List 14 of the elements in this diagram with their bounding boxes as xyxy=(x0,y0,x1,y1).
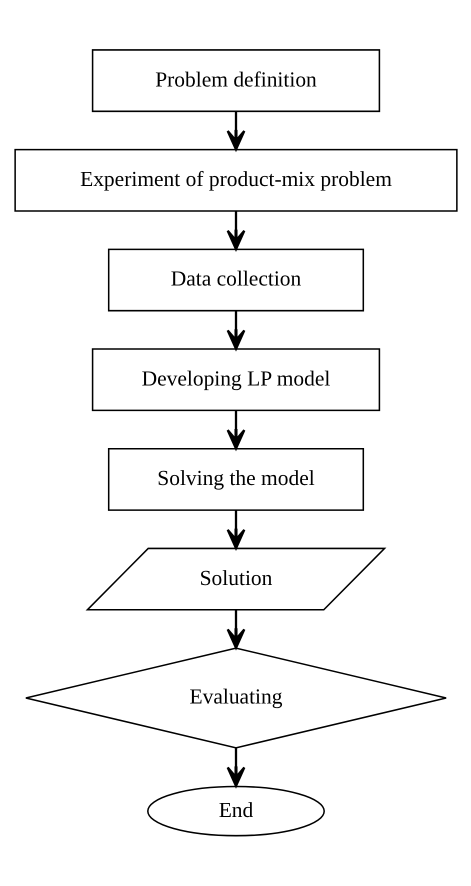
node-box: Problem definition xyxy=(91,49,380,112)
arrow xyxy=(226,510,245,550)
node-box: Data collection xyxy=(107,248,364,312)
arrow xyxy=(226,748,245,788)
node-box: Developing LP model xyxy=(91,348,380,412)
node-diamond: Evaluating xyxy=(24,647,446,749)
arrow xyxy=(226,311,245,350)
arrow xyxy=(226,112,245,151)
node-ellipse: End xyxy=(146,786,324,836)
arrow xyxy=(226,410,245,450)
node-box: Experiment of product-mix problem xyxy=(14,148,458,212)
arrow xyxy=(226,211,245,250)
arrow xyxy=(226,610,245,649)
node-box: Solving the model xyxy=(107,448,364,511)
